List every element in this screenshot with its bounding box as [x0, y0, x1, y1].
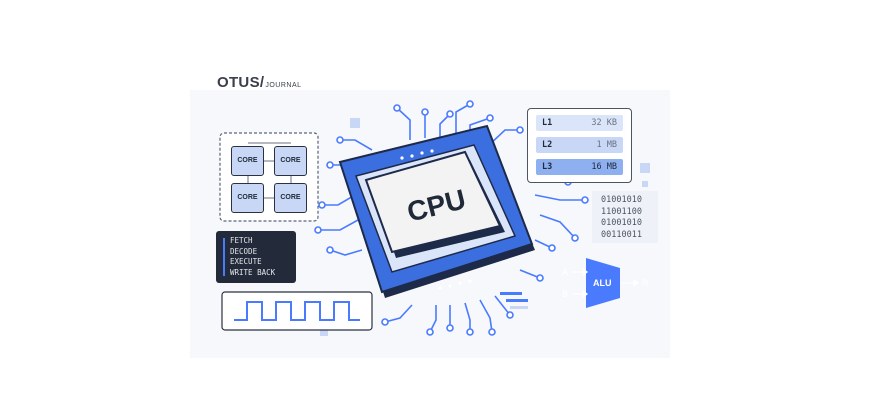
alu-input-a: A: [562, 267, 569, 277]
core-block: CORE: [231, 146, 264, 176]
deco-square: [350, 118, 360, 128]
binary-line: 01001010: [601, 195, 642, 205]
binary-line: 01001010: [601, 218, 642, 228]
deco-lines: [510, 306, 528, 309]
pipeline-accent-bar: [223, 238, 225, 276]
alu-arrows: [572, 267, 640, 299]
alu-label: ALU: [593, 278, 612, 288]
brand-sub: JOURNAL: [265, 82, 302, 89]
deco-lines: [500, 292, 522, 295]
binary-panel: 01001010 11001100 01001010 00110011: [592, 191, 658, 243]
binary-line: 00110011: [601, 229, 642, 240]
deco-square: [640, 163, 650, 173]
cpu-chip: [338, 124, 535, 298]
cache-level: L1: [542, 118, 553, 128]
cache-row-l3: L3 16 MB: [536, 159, 623, 175]
cache-row-l1: L1 32 KB: [536, 115, 623, 131]
core-block: CORE: [231, 183, 264, 213]
cache-level: L2: [542, 140, 553, 150]
pipeline-stage: WRITE BACK: [230, 267, 276, 277]
cache-level: L3: [542, 162, 553, 172]
cache-row-l2: L2 1 MB: [536, 137, 623, 153]
alu-output: R: [642, 278, 649, 288]
core-block: CORE: [274, 183, 307, 213]
cache-size: 16 MB: [591, 162, 617, 172]
cache-size: 32 KB: [591, 118, 617, 128]
alu-input-b: B: [562, 289, 569, 299]
cache-panel: L1 32 KB L2 1 MB L3 16 MB: [527, 108, 632, 183]
core-block: CORE: [274, 146, 307, 176]
pipeline-stage: DECODE: [230, 246, 258, 256]
binary-line: 11001100: [601, 206, 642, 217]
core-links: [247, 142, 292, 199]
deco-square: [642, 181, 648, 187]
pipeline-panel: FETCH DECODE EXECUTE WRITE BACK: [216, 231, 296, 283]
brand-name: OTUS/: [217, 74, 265, 91]
clock-wave: [234, 301, 360, 321]
pipeline-stage: EXECUTE: [230, 257, 262, 266]
deco-lines: [506, 299, 528, 302]
alu-shape: [586, 258, 620, 308]
pipeline-stage: FETCH: [230, 236, 253, 245]
brand-logo: OTUS/JOURNAL: [217, 74, 302, 91]
deco-square: [320, 328, 328, 336]
cache-size: 1 MB: [596, 140, 617, 150]
